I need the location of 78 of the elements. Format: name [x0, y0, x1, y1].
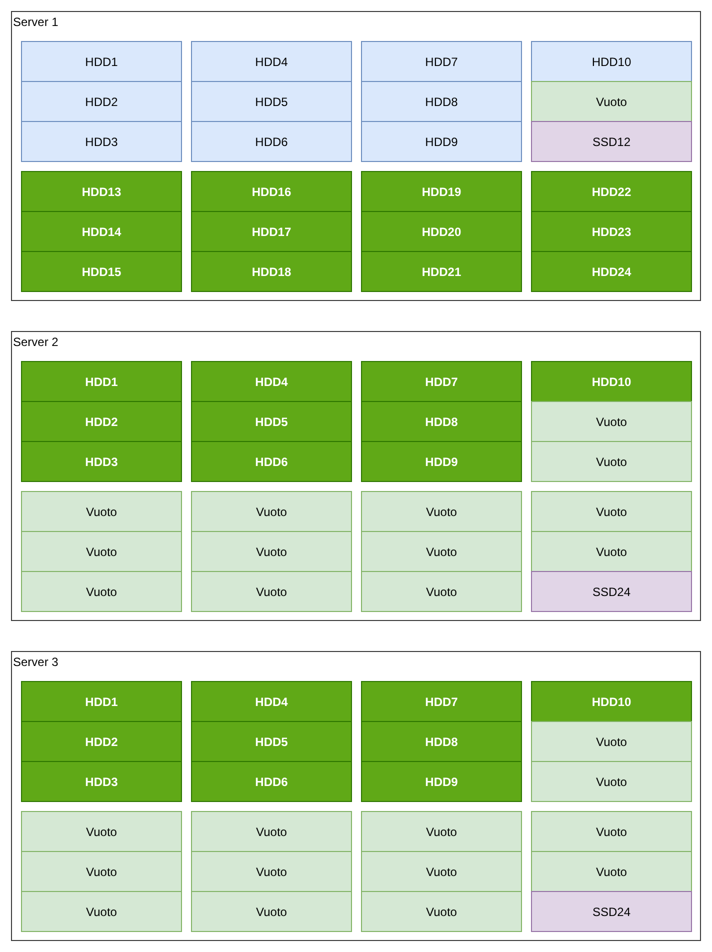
empty-slot: Vuoto	[361, 531, 522, 572]
empty-slot: Vuoto	[191, 491, 352, 532]
empty-slot: Vuoto	[191, 891, 352, 932]
drive-slot: HDD8	[361, 401, 522, 442]
drive-slot: HDD6	[191, 441, 352, 482]
drive-slot: HDD19	[361, 171, 522, 212]
empty-slot: Vuoto	[531, 81, 692, 122]
drive-slot: HDD7	[361, 41, 522, 82]
empty-slot: Vuoto	[21, 571, 182, 612]
drive-slot: SSD24	[531, 571, 692, 612]
drive-slot: HDD10	[531, 41, 692, 82]
drive-slot: HDD6	[191, 761, 352, 802]
drive-slot: SSD12	[531, 121, 692, 162]
server-title: Server 2	[13, 335, 58, 349]
server-title: Server 1	[13, 15, 58, 29]
drive-slot: HDD7	[361, 681, 522, 722]
empty-slot: Vuoto	[361, 891, 522, 932]
drive-slot: HDD8	[361, 81, 522, 122]
drive-slot: HDD18	[191, 251, 352, 292]
drive-slot: HDD10	[531, 681, 692, 722]
empty-slot: Vuoto	[531, 531, 692, 572]
empty-slot: Vuoto	[191, 571, 352, 612]
drive-slot: HDD9	[361, 761, 522, 802]
empty-slot: Vuoto	[191, 531, 352, 572]
empty-slot: Vuoto	[21, 851, 182, 892]
empty-slot: Vuoto	[531, 491, 692, 532]
drive-slot: HDD3	[21, 441, 182, 482]
empty-slot: Vuoto	[191, 851, 352, 892]
empty-slot: Vuoto	[361, 491, 522, 532]
empty-slot: Vuoto	[21, 491, 182, 532]
drive-slot: HDD3	[21, 121, 182, 162]
drive-slot: HDD2	[21, 81, 182, 122]
drive-slot: SSD24	[531, 891, 692, 932]
server-panel	[11, 331, 701, 621]
empty-slot: Vuoto	[21, 811, 182, 852]
server-panel	[11, 11, 701, 301]
drive-slot: HDD9	[361, 441, 522, 482]
drive-slot: HDD1	[21, 681, 182, 722]
empty-slot: Vuoto	[531, 851, 692, 892]
empty-slot: Vuoto	[361, 571, 522, 612]
drive-slot: HDD22	[531, 171, 692, 212]
drive-slot: HDD2	[21, 721, 182, 762]
empty-slot: Vuoto	[21, 891, 182, 932]
empty-slot: Vuoto	[531, 441, 692, 482]
drive-slot: HDD5	[191, 721, 352, 762]
drive-slot: HDD4	[191, 681, 352, 722]
empty-slot: Vuoto	[531, 721, 692, 762]
drive-slot: HDD5	[191, 401, 352, 442]
server-title: Server 3	[13, 655, 58, 669]
drive-slot: HDD20	[361, 211, 522, 252]
drive-slot: HDD8	[361, 721, 522, 762]
empty-slot: Vuoto	[361, 811, 522, 852]
drive-slot: HDD1	[21, 361, 182, 402]
drive-slot: HDD3	[21, 761, 182, 802]
drive-slot: HDD16	[191, 171, 352, 212]
empty-slot: Vuoto	[21, 531, 182, 572]
drive-slot: HDD23	[531, 211, 692, 252]
empty-slot: Vuoto	[361, 851, 522, 892]
drive-slot: HDD24	[531, 251, 692, 292]
drive-slot: HDD15	[21, 251, 182, 292]
drive-slot: HDD7	[361, 361, 522, 402]
drive-slot: HDD21	[361, 251, 522, 292]
drive-slot: HDD10	[531, 361, 692, 402]
empty-slot: Vuoto	[531, 811, 692, 852]
empty-slot: Vuoto	[531, 761, 692, 802]
drive-slot: HDD4	[191, 361, 352, 402]
drive-slot: HDD13	[21, 171, 182, 212]
empty-slot: Vuoto	[531, 401, 692, 442]
drive-slot: HDD5	[191, 81, 352, 122]
drive-slot: HDD14	[21, 211, 182, 252]
drive-slot: HDD2	[21, 401, 182, 442]
empty-slot: Vuoto	[191, 811, 352, 852]
drive-slot: HDD9	[361, 121, 522, 162]
drive-slot: HDD1	[21, 41, 182, 82]
drive-slot: HDD17	[191, 211, 352, 252]
drive-slot: HDD4	[191, 41, 352, 82]
server-panel	[11, 651, 701, 941]
drive-slot: HDD6	[191, 121, 352, 162]
